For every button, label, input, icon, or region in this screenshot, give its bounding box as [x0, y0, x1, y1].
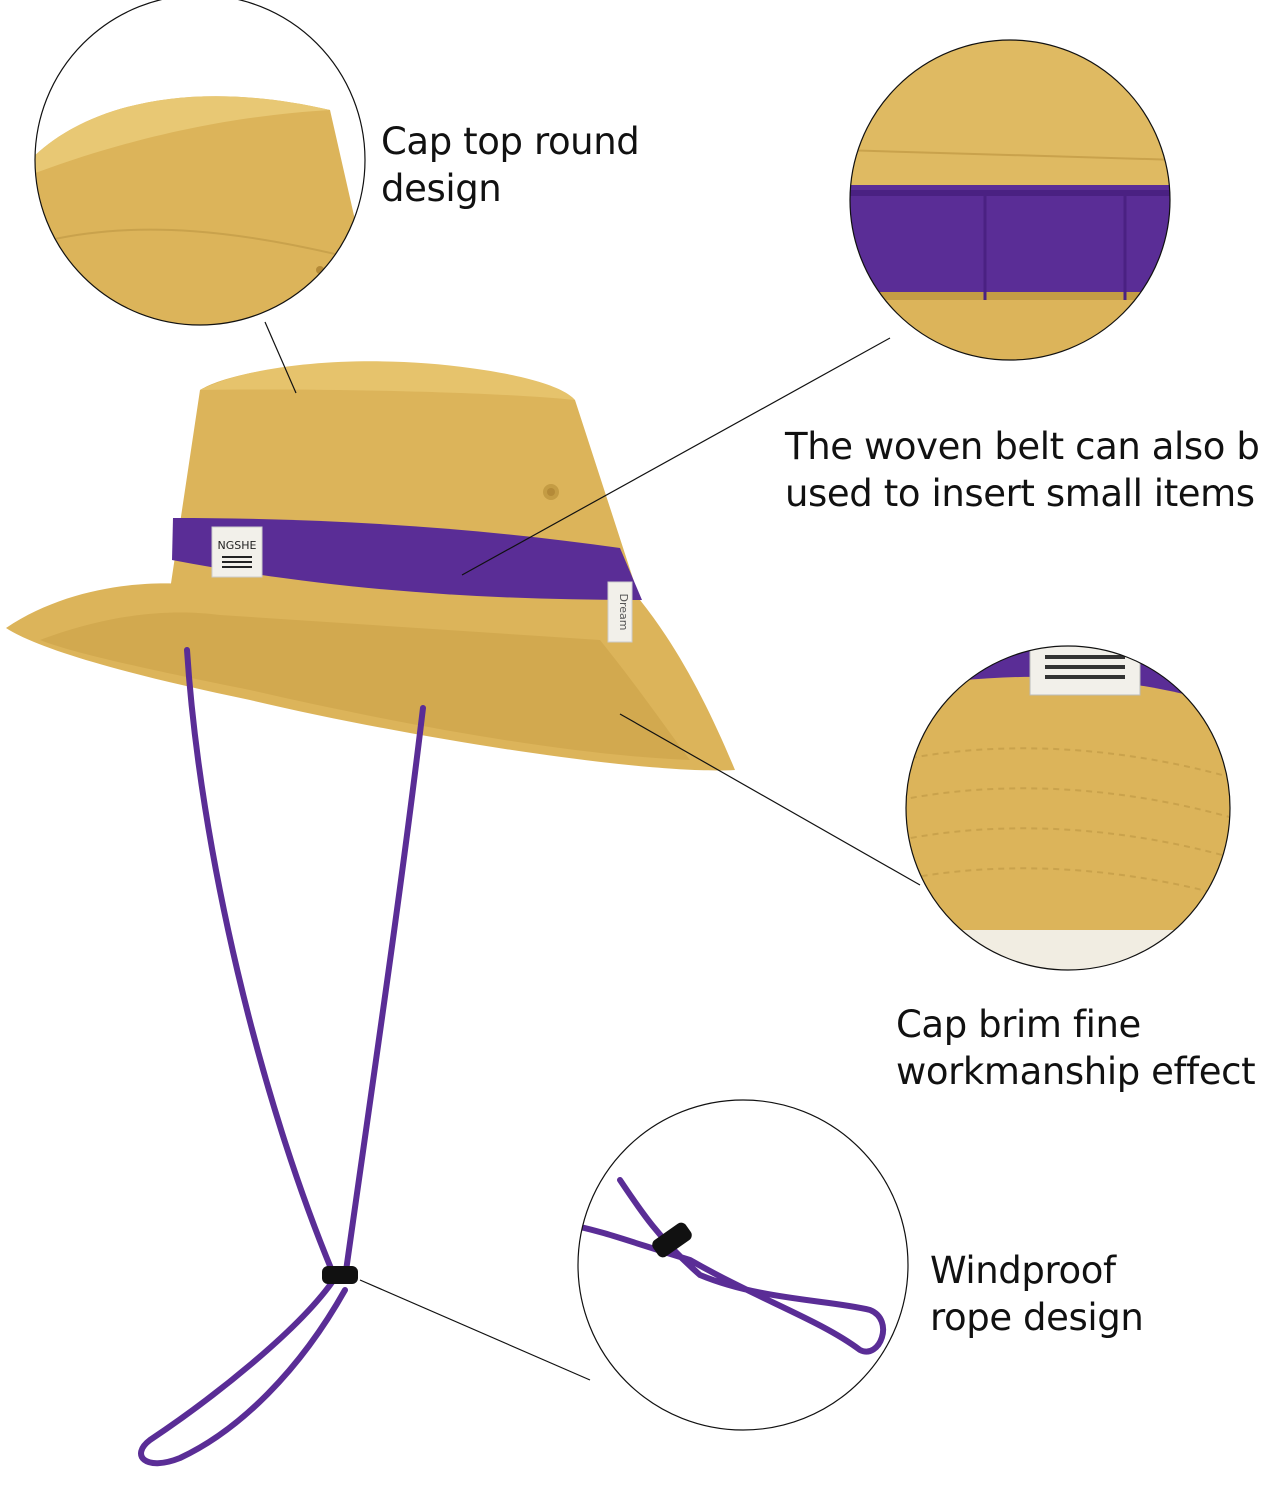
callout-woven-belt-line1: The woven belt can also be: [785, 425, 1261, 468]
callout-woven-belt: The woven belt can also be used to inser…: [785, 423, 1261, 517]
callout-cap-brim-line2: workmanship effect: [896, 1050, 1256, 1093]
hat-brim-inner-shadow: [40, 612, 690, 760]
cord-stopper: [322, 1266, 358, 1284]
callout-cap-brim: Cap brim fine workmanship effect: [896, 1001, 1256, 1095]
detail-circle-cap-brim: [905, 645, 1231, 971]
chin-strap: [138, 647, 426, 1467]
callout-rope-line1: Windproof: [930, 1249, 1116, 1292]
hat-side-tag-text: Dream: [617, 594, 630, 631]
callout-cap-top: Cap top round design: [381, 118, 640, 212]
hat-woven-band: [172, 518, 642, 600]
callout-rope: Windproof rope design: [930, 1247, 1144, 1341]
leader-lines: [264, 321, 921, 1381]
detail-circle-rope: [577, 1099, 909, 1431]
hat-crown-top: [200, 361, 575, 400]
detail-circle-woven-belt: [849, 39, 1171, 361]
callout-woven-belt-line2: used to insert small items: [785, 472, 1255, 515]
bucket-hat: NGSHE Dream: [6, 361, 735, 771]
callout-rope-line2: rope design: [930, 1296, 1144, 1339]
callout-cap-top-line2: design: [381, 167, 502, 210]
callout-cap-brim-line1: Cap brim fine: [896, 1003, 1141, 1046]
hat-side-tag: [607, 581, 633, 643]
callout-cap-top-line1: Cap top round: [381, 120, 640, 163]
hat-label-patch: [211, 526, 263, 578]
detail-circle-cap-top: [34, 0, 366, 326]
hat-label-text: NGSHE: [218, 539, 257, 552]
